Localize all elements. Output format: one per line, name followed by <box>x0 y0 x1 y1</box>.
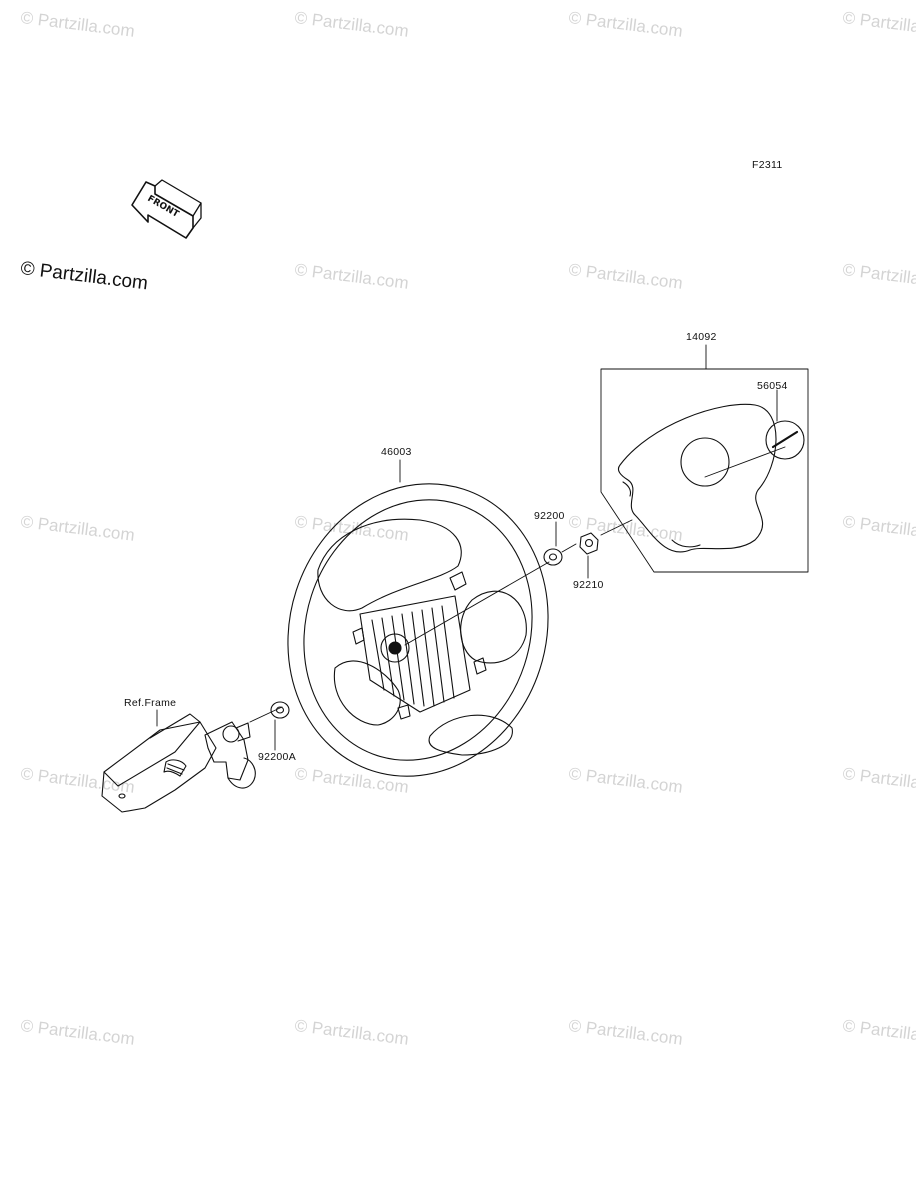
part-label-92200[interactable]: 92200 <box>534 510 565 522</box>
steering-column-frame <box>101 713 256 813</box>
part-label-92200a[interactable]: 92200A <box>258 751 297 763</box>
front-arrow-icon: FRONT <box>131 179 202 239</box>
steering-wheel <box>287 483 549 777</box>
figure-code: F2311 <box>752 159 783 171</box>
part-label-92210[interactable]: 92210 <box>573 579 604 591</box>
washer-92200 <box>543 548 563 566</box>
ref-frame-label: Ref.Frame <box>124 697 177 709</box>
part-label-56054[interactable]: 56054 <box>757 380 788 392</box>
part-label-14092[interactable]: 14092 <box>686 331 717 343</box>
pad-cover <box>617 403 777 553</box>
leader-lines <box>156 344 809 751</box>
part-label-46003[interactable]: 46003 <box>381 446 412 458</box>
emblem <box>765 420 805 460</box>
nut-92210 <box>579 532 599 555</box>
washer-92200a <box>270 701 290 719</box>
